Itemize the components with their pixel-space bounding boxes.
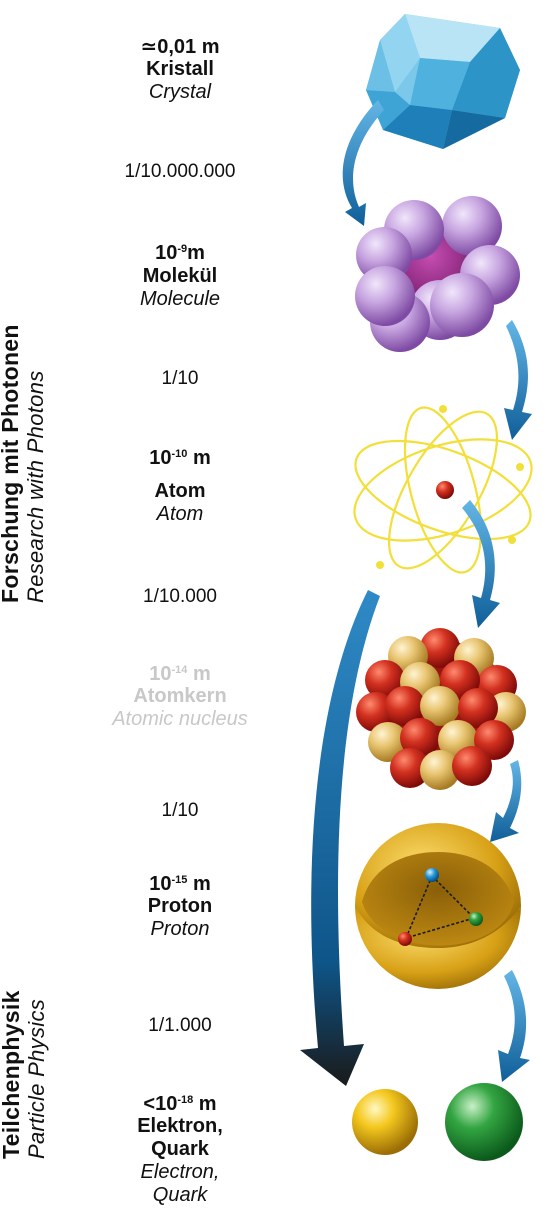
arrow-nucleus-to-proton	[490, 760, 522, 842]
level-name-de: Molekül	[142, 265, 218, 287]
level-nucleus: 10-14 m Atomkern Atomic nucleus	[80, 663, 280, 731]
molecule-icon	[355, 196, 520, 352]
level-size: 10-10 m	[149, 447, 211, 469]
level-name-de: Kristall	[146, 58, 214, 80]
arrow-molecule-to-atom	[504, 320, 532, 440]
arrow-proton-to-quark	[498, 970, 530, 1082]
electron-dot	[439, 405, 447, 413]
level-size: 10-14 m	[149, 663, 211, 685]
level-size: <10-18 m	[143, 1093, 217, 1115]
crystal-icon	[366, 14, 520, 149]
ratio-label: 1/1.000	[148, 1015, 212, 1036]
level-name-en: Molecule	[139, 288, 221, 310]
arrow-atom-to-nucleus	[462, 500, 500, 628]
big-arrow-to-electron	[300, 590, 380, 1086]
electron-dot	[376, 561, 384, 569]
level-proton: 10-15 m Proton Proton	[80, 873, 280, 941]
atom-nucleus	[436, 481, 454, 499]
ratio-label: 1/10.000.000	[124, 161, 236, 182]
arrow-crystal-to-molecule	[342, 100, 384, 226]
level-name-de-2: Quark	[151, 1138, 209, 1160]
level-name-en: Crystal	[148, 81, 212, 103]
level-size: 10-9m	[155, 242, 205, 264]
level-name-de: Atomkern	[133, 685, 227, 707]
proton-icon	[355, 823, 521, 989]
level-atom: 10-10 m Atom Atom	[80, 447, 280, 526]
level-name-en: Electron,	[140, 1161, 220, 1183]
level-name-de: Atom	[154, 480, 206, 502]
level-electron-quark: <10-18 m Elektron, Quark Electron, Quark	[80, 1093, 280, 1207]
electron-dot	[516, 463, 524, 471]
ratio-label: 1/10	[161, 800, 199, 821]
electron-sphere	[352, 1089, 418, 1155]
level-crystal: ≃0,01 m Kristall Crystal	[80, 36, 280, 104]
nucleus-icon	[356, 628, 526, 790]
level-name-de: Elektron,	[137, 1115, 223, 1137]
level-size: 10-15 m	[149, 873, 211, 895]
electron-dot	[508, 536, 516, 544]
level-name-en: Proton	[150, 918, 210, 940]
level-name-en: Atom	[156, 503, 204, 525]
level-name-en: Atomic nucleus	[112, 708, 248, 730]
ratio-label: 1/10.000	[143, 586, 217, 607]
level-molecule: 10-9m Molekül Molecule	[80, 242, 280, 311]
level-name-en-2: Quark	[152, 1184, 208, 1206]
quark-sphere	[445, 1083, 523, 1161]
level-name-de: Proton	[147, 895, 213, 917]
ratio-label: 1/10	[161, 368, 199, 389]
level-size: ≃0,01 m	[140, 36, 220, 58]
